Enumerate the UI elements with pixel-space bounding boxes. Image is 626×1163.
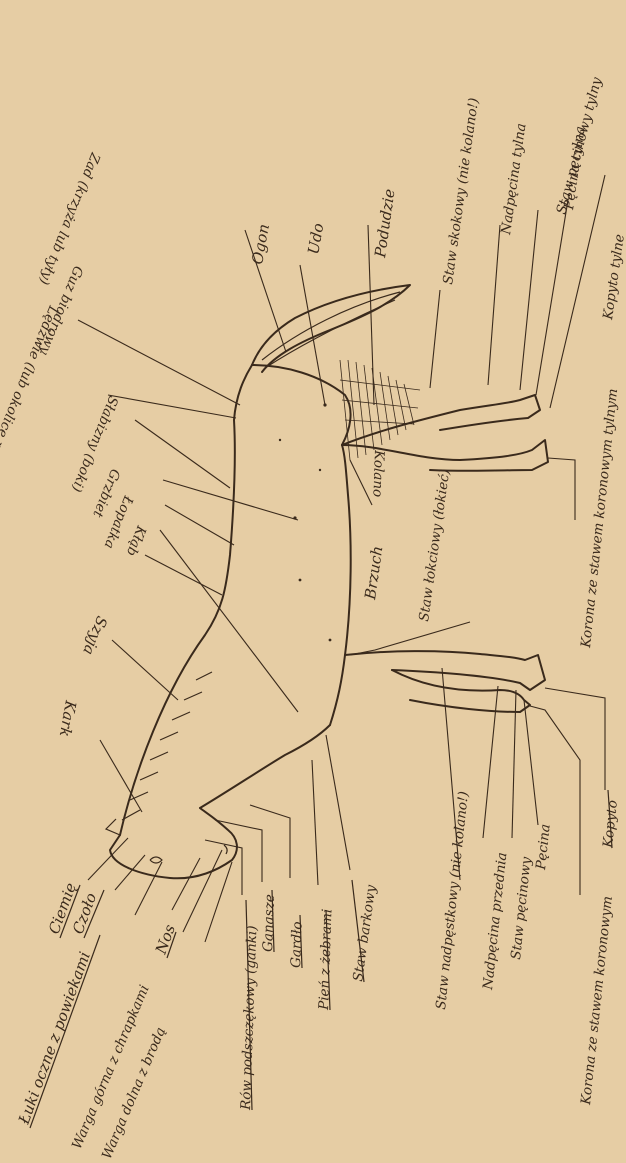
label-pecina: Pęcina <box>533 823 554 871</box>
label-staw-skokowy: Staw skokowy (nie kolano!) <box>440 97 482 286</box>
horse-tail <box>252 285 410 372</box>
label-warga-dolna: Warga dolna z brodą <box>99 1025 169 1162</box>
label-staw-pecinowy: Staw pęcinowy <box>508 856 535 961</box>
label-pien: Pień z żebrami <box>316 908 336 1011</box>
label-korona-przednia: Korona ze stawem koronowym <box>578 895 616 1106</box>
label-klab: Kłąb <box>123 523 150 559</box>
label-podudzie: Podudzie <box>371 188 399 260</box>
horse-nostril <box>224 845 227 854</box>
horse-topline <box>120 365 252 835</box>
horse-thigh <box>252 365 351 445</box>
label-staw-nadpestkowy: Staw nadpęstkowy (nie kolano!) <box>433 790 472 1010</box>
label-nadpecina-przednia: Nadpęcina przednia <box>480 852 510 992</box>
label-ganasze: Ganasze <box>260 894 278 952</box>
body-stippling <box>279 403 332 641</box>
horse-front-leg-1 <box>345 651 545 690</box>
label-ogon: Ogon <box>248 223 273 266</box>
labels: Ciemię Czoło Łuki oczne z powiekami Nos … <box>0 75 626 1161</box>
horse-belly <box>342 445 351 655</box>
horse-drawing <box>106 285 548 878</box>
label-staw-lokciowy: Staw łokciowy (łokieć) <box>416 468 453 623</box>
horse-front-leg-2 <box>392 670 530 712</box>
label-udo: Udo <box>304 222 327 256</box>
label-zad: Zad (krzyża lub tyły) <box>36 150 104 287</box>
label-szyja: Szyja <box>79 614 111 658</box>
label-nadpecina-tylna: Nadpęcina tylna <box>498 122 530 236</box>
label-kopyto-tylne: Kopyto tylne <box>600 233 626 321</box>
label-brzuch: Brzuch <box>361 545 386 602</box>
horse-eye <box>150 857 162 863</box>
leader-lines <box>78 175 605 942</box>
horse-underneck <box>200 725 330 808</box>
label-kolano: Kolano <box>369 449 387 498</box>
horse-ear <box>106 819 120 835</box>
horse-chest <box>330 655 345 725</box>
label-luki-oczne: Łuki oczne z powiekami <box>15 949 95 1127</box>
horse-hind-leg-1 <box>342 395 540 445</box>
label-korona-tylna: Korona ze stawem koronowym tylnym <box>578 388 621 650</box>
label-nos: Nos <box>152 922 180 957</box>
label-gardlo: Gardło <box>288 921 306 968</box>
label-kark: Kark <box>56 698 80 738</box>
horse-mane <box>122 672 212 820</box>
